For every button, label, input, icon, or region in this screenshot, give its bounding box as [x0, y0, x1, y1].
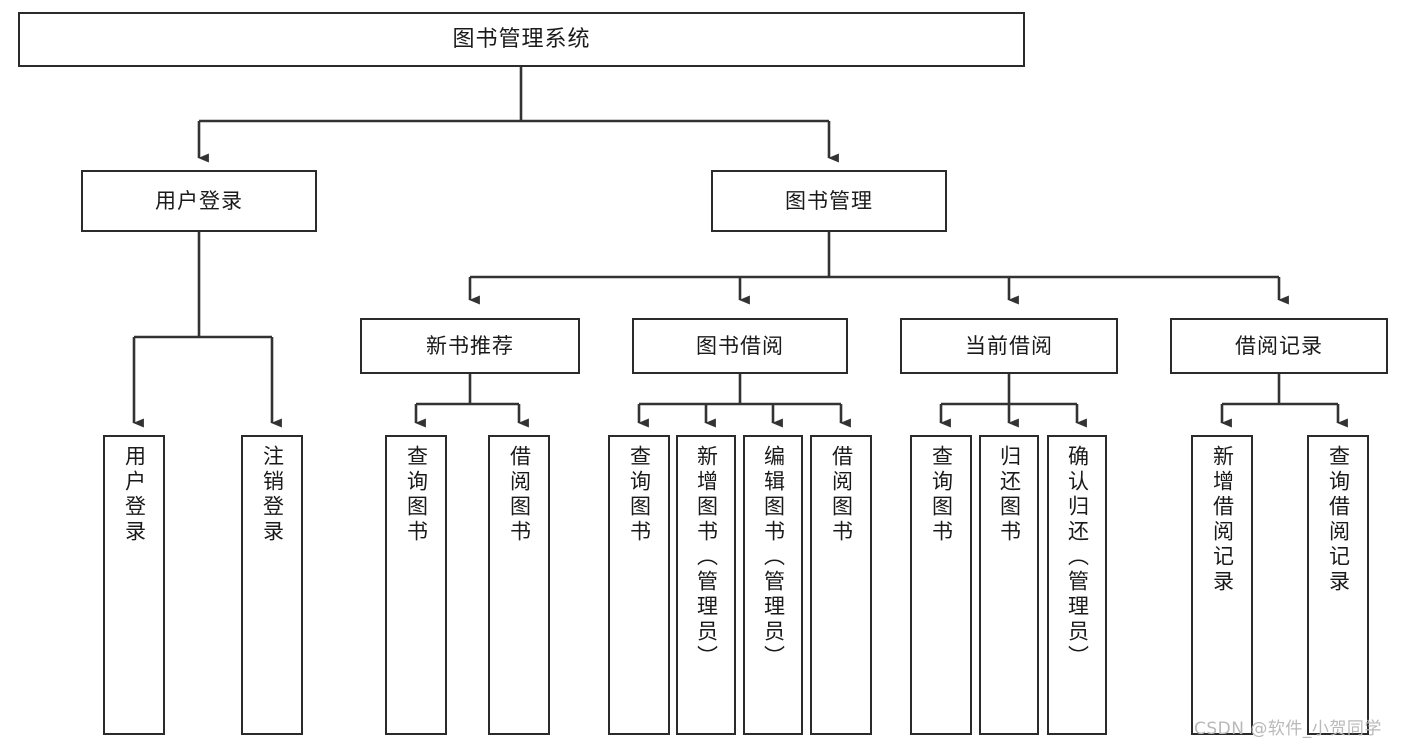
node-label: 用户登录 [122, 445, 147, 545]
node-label: 查询图书 [929, 445, 954, 545]
node-user-login[interactable]: 用户登录 [81, 170, 317, 232]
csdn-watermark: CSDN @软件_小贺同学 [1194, 719, 1382, 739]
leaf-record-query-borrow-record[interactable]: 查询借阅记录 [1307, 435, 1369, 735]
leaf-current-return-book[interactable]: 归还图书 [979, 435, 1039, 735]
node-label: 新书推荐 [426, 333, 514, 358]
leaf-new-book-borrow-book[interactable]: 借阅图书 [488, 435, 550, 735]
node-label: 编辑图书（管理员） [761, 445, 786, 670]
node-label: 查询图书 [627, 445, 652, 545]
node-label: 归还图书 [997, 445, 1022, 545]
node-book-borrow[interactable]: 图书借阅 [632, 318, 848, 374]
node-label: 图书管理系统 [452, 26, 591, 52]
leaf-borrow-add-book-admin[interactable]: 新增图书（管理员） [676, 435, 736, 735]
leaf-new-book-query-book[interactable]: 查询图书 [385, 435, 447, 735]
leaf-current-confirm-return-admin[interactable]: 确认归还（管理员） [1047, 435, 1107, 735]
node-label: 新增图书（管理员） [694, 445, 719, 670]
node-label: 用户登录 [155, 188, 243, 213]
node-label: 查询借阅记录 [1326, 445, 1351, 595]
node-label: 确认归还（管理员） [1065, 445, 1090, 670]
node-label: 借阅图书 [507, 445, 532, 545]
node-label: 当前借阅 [965, 333, 1053, 358]
node-book-management[interactable]: 图书管理 [711, 170, 947, 232]
leaf-logout-login[interactable]: 注销登录 [241, 435, 303, 735]
leaf-current-query-book[interactable]: 查询图书 [910, 435, 972, 735]
node-label: 新增借阅记录 [1210, 445, 1235, 595]
leaf-borrow-edit-book-admin[interactable]: 编辑图书（管理员） [743, 435, 803, 735]
node-current-borrow[interactable]: 当前借阅 [900, 318, 1118, 374]
leaf-user-login[interactable]: 用户登录 [103, 435, 165, 735]
node-label: 查询图书 [404, 445, 429, 545]
node-label: 借阅记录 [1235, 333, 1323, 358]
leaf-borrow-query-book[interactable]: 查询图书 [608, 435, 670, 735]
node-borrow-record[interactable]: 借阅记录 [1170, 318, 1388, 374]
leaf-record-add-borrow-record[interactable]: 新增借阅记录 [1191, 435, 1253, 735]
node-label: 图书借阅 [696, 333, 784, 358]
node-label: 图书管理 [785, 188, 873, 213]
leaf-borrow-borrow-book[interactable]: 借阅图书 [810, 435, 872, 735]
node-label: 注销登录 [260, 445, 285, 545]
node-root-book-management-system[interactable]: 图书管理系统 [18, 12, 1025, 67]
node-label: 借阅图书 [829, 445, 854, 545]
node-new-book-recommend[interactable]: 新书推荐 [360, 318, 580, 374]
